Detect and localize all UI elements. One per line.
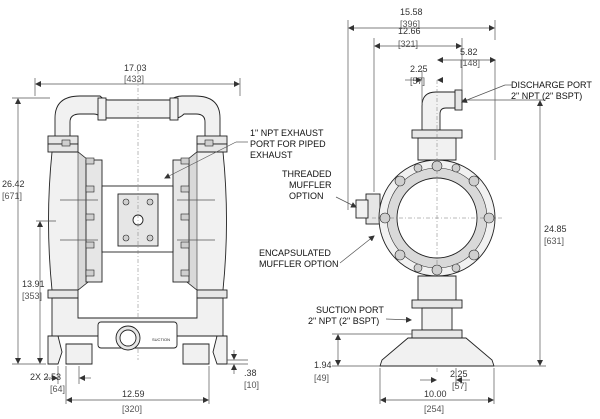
depth-to-port-mm: [321] [398, 39, 418, 49]
suction-height-mm: [49] [314, 373, 329, 383]
depth-to-port-in: 12.66 [398, 26, 421, 36]
encapsulated-note-line-1: ENCAPSULATED [259, 248, 331, 258]
overall-depth-in: 15.58 [400, 7, 423, 17]
svg-text:SUCTION PORT 2" NPT (2: SUCTION PORT 2" NPT (2" BSPT) [308, 305, 386, 326]
suction-flange-mm: [57] [452, 381, 467, 391]
suction-manifold: SUCTION [47, 289, 228, 365]
dim-depth-to-port: 12.66 [321] [373, 26, 463, 192]
front-view: SUCTION 17.03 [433] 26.42 [671] 13.91 [3… [2, 63, 328, 414]
discharge-height-mm: [631] [544, 236, 564, 246]
overall-width-mm: [433] [124, 74, 144, 84]
dim-suction-height: 1.94 [49] [314, 333, 412, 383]
discharge-manifold [47, 95, 228, 153]
suction-flange-in: 2.25 [450, 369, 468, 379]
dim-overall-width: 17.03 [433] [34, 63, 241, 96]
svg-text:DISCHARGE PORT 2" NPT: DISCHARGE PORT 2" NPT (2" BSPT) [511, 80, 594, 101]
suction-note-line-2: 2" NPT (2" BSPT) [308, 316, 379, 326]
exhaust-note-line-2: PORT FOR PIPED [250, 139, 326, 149]
mount-width-in: 12.59 [122, 389, 145, 399]
dim-suction-flange: 2.25 [57] [420, 368, 470, 391]
dim-base-thickness: .38 [10] [227, 350, 259, 390]
discharge-port-callout: DISCHARGE PORT 2" NPT (2" BSPT) [461, 80, 594, 103]
threaded-muffler-callout: THREADED MUFFLER OPTION [282, 169, 357, 208]
suction-base [379, 275, 495, 367]
dim-mount-width: 12.59 [320] [65, 366, 210, 414]
discharge-height-in: 24.85 [544, 224, 567, 234]
base-length-in: 10.00 [424, 389, 447, 399]
centerline-height-in: 13.91 [22, 279, 45, 289]
mount-width-mm: [320] [122, 404, 142, 414]
suction-port-callout: SUCTION PORT 2" NPT (2" BSPT) [308, 305, 412, 326]
dim-foot-spacing: 2X 2.53 [64] [30, 366, 91, 394]
side-view: 15.58 [396] 12.66 [321] 5.82 [148] 2.25 … [259, 7, 594, 414]
side-body [355, 80, 502, 372]
svg-text:1" NPT EXHAUST PORT FO: 1" NPT EXHAUST PORT FOR PIPED EXHAUST [250, 128, 328, 160]
foot-spacing-mm: [64] [50, 384, 65, 394]
dim-base-length: 10.00 [254] [379, 368, 495, 414]
discharge-flange-mm: [57] [410, 76, 425, 86]
discharge-flange-in: 2.25 [410, 64, 428, 74]
overall-height-mm: [671] [2, 191, 22, 201]
port-offset-mm: [148] [460, 58, 480, 68]
base-length-mm: [254] [424, 404, 444, 414]
dim-centerline-height: 13.91 [353] [22, 220, 56, 364]
foot-spacing-in: 2X 2.53 [30, 372, 61, 382]
suction-marking: SUCTION [152, 337, 170, 342]
chamber-bolts [61, 139, 214, 277]
dim-discharge-height: 24.85 [631] [462, 99, 567, 367]
centerline-height-mm: [353] [22, 291, 42, 301]
threaded-note-line-3: OPTION [289, 191, 324, 201]
exhaust-note-line-1: 1" NPT EXHAUST [250, 128, 324, 138]
overall-width-in: 17.03 [124, 63, 147, 73]
left-chamber [48, 151, 103, 291]
encapsulated-muffler-callout: ENCAPSULATED MUFFLER OPTION [259, 235, 375, 269]
dim-discharge-flange: 2.25 [57] [405, 64, 443, 104]
exhaust-note-line-3: EXHAUST [250, 150, 293, 160]
encapsulated-note-line-2: MUFFLER OPTION [259, 259, 339, 269]
threaded-note-line-2: MUFFLER [289, 180, 332, 190]
port-offset-in: 5.82 [460, 47, 478, 57]
svg-text:THREADED MUFFLER: THREADED MUFFLER OPTION [282, 169, 334, 201]
dim-overall-depth: 15.58 [396] [347, 7, 496, 210]
discharge-note-line-2: 2" NPT (2" BSPT) [511, 91, 582, 101]
overall-height-in: 26.42 [2, 179, 25, 189]
base-thickness-in: .38 [244, 368, 257, 378]
suction-note-line-1: SUCTION PORT [316, 305, 384, 315]
discharge-note-line-1: DISCHARGE PORT [511, 80, 592, 90]
svg-text:ENCAPSULATED MUFFLER O: ENCAPSULATED MUFFLER OPTION [259, 248, 339, 269]
dim-port-offset: 5.82 [148] [437, 47, 496, 160]
threaded-note-line-1: THREADED [282, 169, 332, 179]
overall-depth-mm: [396] [400, 19, 420, 29]
dim-overall-height: 26.42 [671] [2, 97, 50, 365]
exhaust-port-callout: 1" NPT EXHAUST PORT FOR PIPED EXHAUST [164, 128, 328, 179]
base-thickness-mm: [10] [244, 380, 259, 390]
right-chamber [172, 151, 227, 291]
suction-height-in: 1.94 [314, 360, 332, 370]
center-section [101, 70, 174, 360]
